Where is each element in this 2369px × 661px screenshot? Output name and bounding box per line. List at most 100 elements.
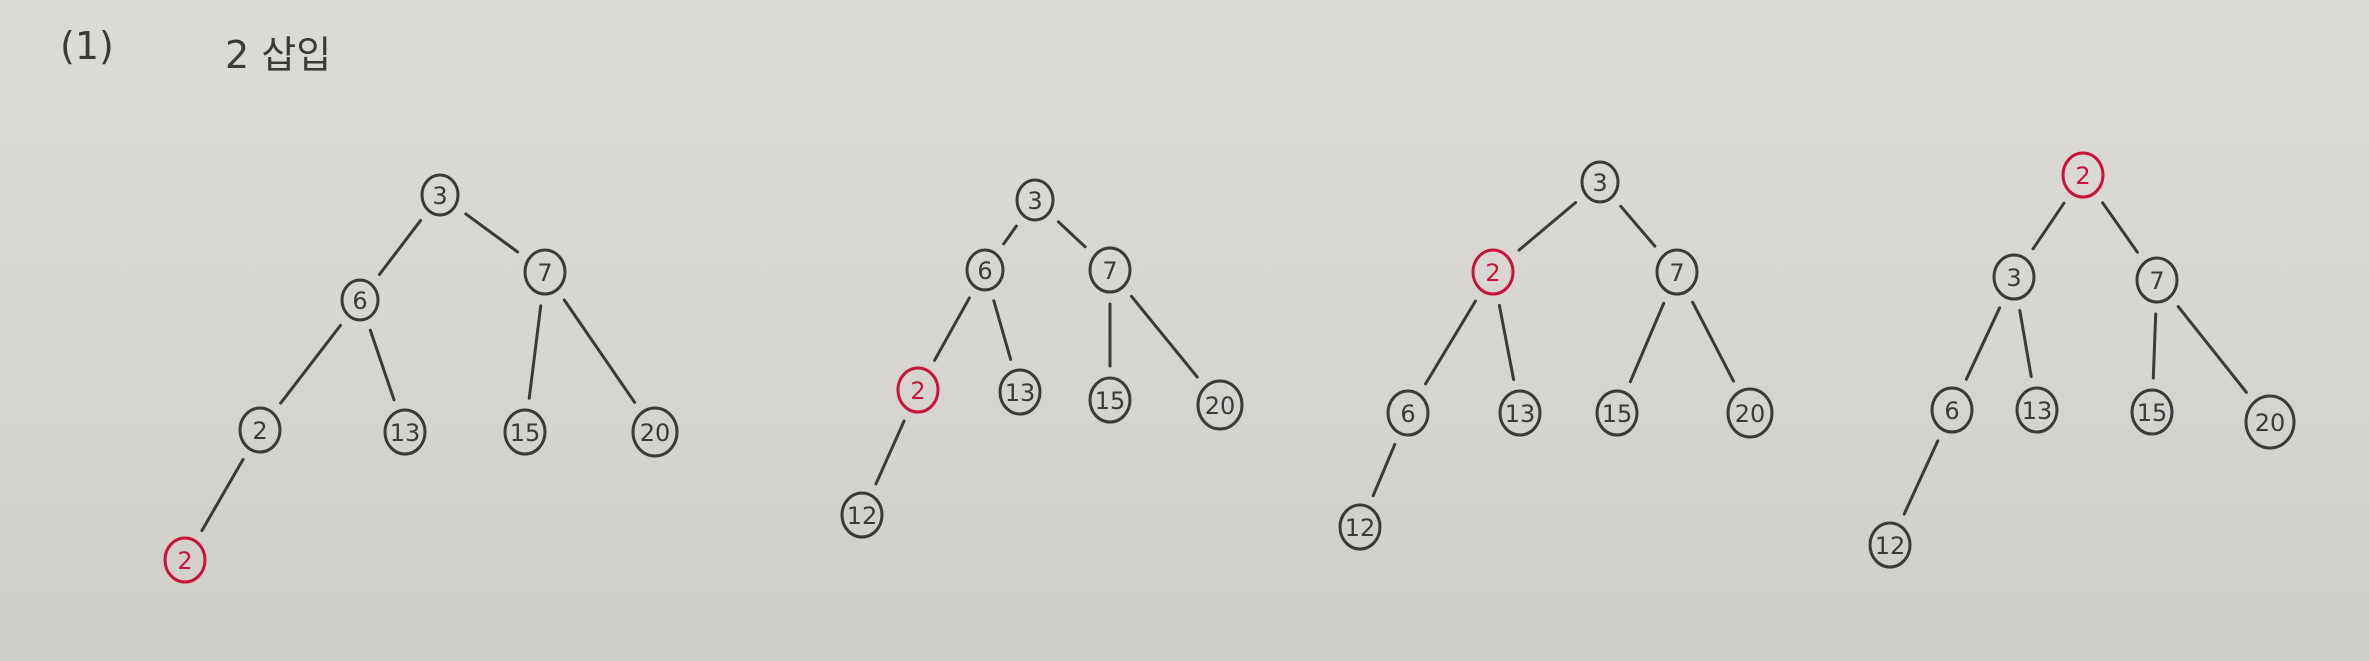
node-circle [420, 173, 460, 217]
tree-edge [2176, 305, 2248, 394]
tree-edge [874, 419, 906, 486]
tree-edge [279, 323, 342, 405]
node-circle [2130, 388, 2174, 436]
node-circle [1338, 503, 1382, 551]
tree-edge [1497, 303, 1516, 382]
tree-edge [1619, 204, 1657, 248]
node-circle [2061, 151, 2105, 199]
node-circle [1580, 160, 1620, 204]
node-circle [896, 366, 940, 414]
node-label: 2 [2075, 162, 2090, 190]
tree-edge [2151, 312, 2158, 380]
tree-edge [933, 296, 971, 362]
problem-number: (1) [60, 24, 114, 68]
tree-node: 7 [1088, 246, 1132, 294]
node-label: 7 [537, 259, 552, 287]
tree-step-2: 3 6 7 2 13 15 20 12 [840, 178, 1244, 539]
tree-edge [1517, 201, 1578, 252]
node-circle [1726, 387, 1774, 439]
node-circle [1868, 521, 1912, 569]
tree-edge [1902, 439, 1940, 516]
tree-node: 7 [1655, 248, 1699, 296]
tree-node: 3 [1992, 253, 2036, 301]
tree-node: 12 [840, 491, 884, 539]
problem-title: 2 삽입 [225, 33, 332, 77]
tree-node-highlighted: 2 [1471, 248, 1515, 296]
tree-node: 6 [340, 278, 380, 322]
tree-edge [2101, 201, 2139, 254]
tree-node: 12 [1338, 503, 1382, 551]
node-circle [503, 408, 547, 456]
tree-edge [1002, 224, 1018, 246]
node-label: 13 [1005, 379, 1036, 407]
node-label: 6 [977, 257, 992, 285]
node-circle [631, 406, 679, 458]
node-circle [1196, 379, 1244, 431]
tree-node-highlighted: 2 [896, 366, 940, 414]
tree-node: 13 [2015, 386, 2059, 434]
node-circle [1498, 389, 1542, 437]
tree-node: 20 [631, 406, 679, 458]
node-label: 15 [1095, 387, 1126, 415]
node-circle [1595, 389, 1639, 437]
node-label: 3 [1027, 187, 1042, 215]
node-circle [238, 406, 282, 454]
tree-edge [368, 328, 396, 402]
tree-node: 13 [383, 408, 427, 456]
tree-node: 13 [1498, 389, 1542, 437]
tree-node: 7 [2135, 256, 2179, 304]
tree-edge [2031, 201, 2066, 251]
node-label: 2 [177, 547, 192, 575]
node-circle [2135, 256, 2179, 304]
tree-edge [527, 304, 543, 400]
tree-node: 6 [1386, 389, 1430, 437]
tree-node: 7 [523, 248, 567, 296]
tree-edge [464, 212, 520, 254]
node-label: 15 [1602, 400, 1633, 428]
node-label: 6 [352, 287, 367, 315]
node-label: 12 [1345, 514, 1376, 542]
tree-edge [1129, 294, 1199, 379]
node-label: 13 [390, 419, 421, 447]
node-label: 15 [510, 419, 541, 447]
tree-node: 12 [1868, 521, 1912, 569]
tree-node: 3 [1015, 178, 1055, 222]
node-circle [1992, 253, 2036, 301]
tree-node-highlighted: 2 [2061, 151, 2105, 199]
node-circle [340, 278, 380, 322]
node-label: 15 [2137, 399, 2168, 427]
node-label: 20 [1205, 392, 1236, 420]
tree-step-4: 2 3 7 6 13 15 20 12 [1868, 151, 2296, 569]
tree-edge [1628, 301, 1666, 384]
node-label: 13 [1505, 400, 1536, 428]
node-circle [1088, 376, 1132, 424]
tree-node-highlighted: 2 [163, 536, 207, 584]
node-label: 3 [432, 182, 447, 210]
tree-node: 15 [2130, 388, 2174, 436]
tree-node: 15 [503, 408, 547, 456]
node-label: 3 [1592, 169, 1607, 197]
node-label: 12 [1875, 532, 1906, 560]
tree-node: 15 [1595, 389, 1639, 437]
tree-node: 2 [238, 406, 282, 454]
tree-node: 15 [1088, 376, 1132, 424]
node-circle [840, 491, 884, 539]
tree-node: 20 [2244, 394, 2296, 450]
tree-edge [1424, 299, 1477, 386]
node-circle [2244, 394, 2296, 450]
tree-step-3: 3 2 7 6 13 15 20 12 [1338, 160, 1774, 551]
tree-node: 13 [998, 368, 1042, 416]
tree-edge [377, 218, 423, 277]
node-circle [1471, 248, 1515, 296]
node-label: 20 [1735, 400, 1766, 428]
node-label: 7 [2149, 267, 2164, 295]
node-label: 7 [1669, 259, 1684, 287]
node-label: 6 [1400, 400, 1415, 428]
node-label: 6 [1944, 397, 1959, 425]
tree-edge [2018, 309, 2033, 378]
node-label: 2 [1485, 259, 1500, 287]
node-label: 13 [2022, 397, 2053, 425]
node-label: 12 [847, 502, 878, 530]
node-circle [1015, 178, 1055, 222]
